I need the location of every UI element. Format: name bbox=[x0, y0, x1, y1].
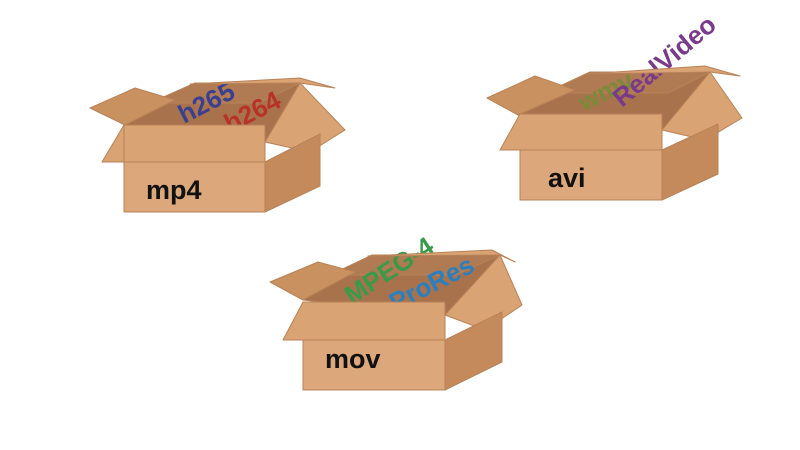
box-label: mp4 bbox=[146, 175, 202, 205]
box-label: avi bbox=[548, 163, 586, 193]
box-flap bbox=[189, 77, 336, 89]
box-flap bbox=[89, 87, 176, 126]
box-flap bbox=[269, 261, 356, 301]
box-side bbox=[444, 311, 503, 391]
box-front bbox=[519, 149, 663, 201]
box-flap bbox=[584, 65, 741, 77]
box-avi: wmv RealVideo avi bbox=[486, 9, 743, 201]
box-side bbox=[264, 133, 321, 213]
box-mp4: h265 h264 mp4 bbox=[89, 76, 346, 213]
box-label: mov bbox=[325, 344, 381, 374]
box-mov: MPEG-4 ProRes mov bbox=[269, 230, 523, 391]
box-flap bbox=[367, 249, 516, 263]
box-side bbox=[661, 123, 719, 201]
box-flap bbox=[123, 124, 266, 163]
box-flap bbox=[486, 75, 576, 116]
box-flap bbox=[282, 301, 446, 341]
box-flap bbox=[499, 113, 663, 151]
